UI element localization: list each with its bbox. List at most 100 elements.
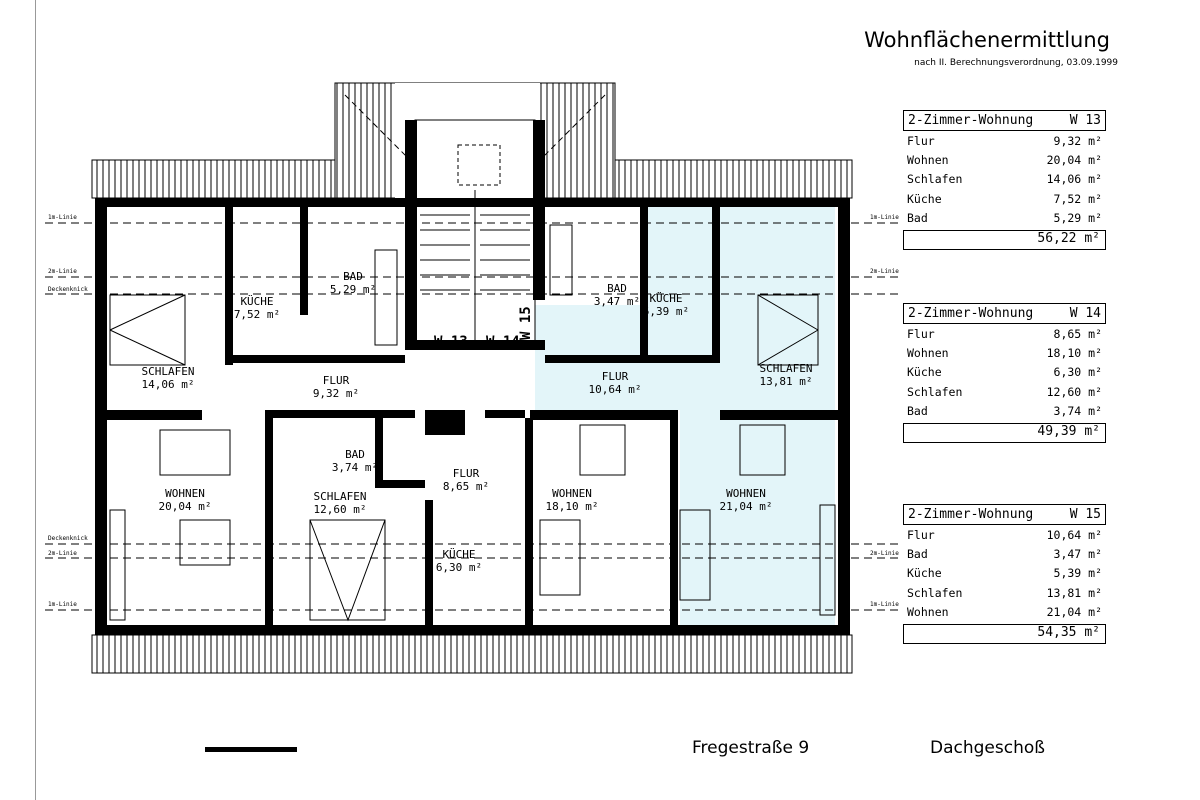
table-row: Küche 6,30 m² <box>903 363 1106 382</box>
room-area: 13,81 m² <box>760 375 813 388</box>
room-area: 3,74 m² <box>1053 403 1102 418</box>
label-2m-line: 2m-Linie <box>48 268 77 275</box>
room-area: 12,60 m² <box>314 503 367 516</box>
room-name: Flur <box>907 133 935 148</box>
room-name: WOHNEN <box>552 487 592 500</box>
room-area: 21,04 m² <box>1046 604 1102 619</box>
sheet-title: Wohnflächenermittlung <box>864 28 1110 52</box>
room-area: 21,04 m² <box>720 500 773 513</box>
table-title: 2-Zimmer-Wohnung <box>908 507 1034 522</box>
room-area: 3,47 m² <box>594 295 640 308</box>
room-name: FLUR <box>323 374 350 387</box>
room-area: 10,64 m² <box>589 383 642 396</box>
room-area: 14,06 m² <box>142 378 195 391</box>
table-row: Flur 10,64 m² <box>903 525 1106 544</box>
sheet-subtitle: nach II. Berechnungsverordnung, 03.09.19… <box>914 58 1118 68</box>
room-name: Küche <box>907 566 942 581</box>
room-name: BAD <box>607 282 627 295</box>
table-row: Bad 3,47 m² <box>903 544 1106 563</box>
room-name: Wohnen <box>907 152 949 167</box>
room-name: Flur <box>907 326 935 341</box>
room-name: Bad <box>907 210 928 225</box>
room-name: BAD <box>345 448 365 461</box>
table-unit: W 14 <box>1069 306 1101 321</box>
furniture <box>109 224 836 622</box>
room-name: BAD <box>343 270 363 283</box>
room-name: FLUR <box>453 467 480 480</box>
room-area: 9,32 m² <box>313 387 359 400</box>
table-row: Schlafen 14,06 m² <box>903 170 1106 189</box>
room-name: KÜCHE <box>442 548 475 561</box>
table-total: 49,39 m² <box>903 423 1106 444</box>
room-name: KÜCHE <box>649 292 682 305</box>
room-name: Schlafen <box>907 585 963 600</box>
unit-label-w13: W 13 <box>434 334 468 350</box>
table-row: Schlafen 13,81 m² <box>903 583 1106 602</box>
room-name: Küche <box>907 365 942 380</box>
room-name: SCHLAFEN <box>760 362 813 375</box>
roof-eave-bottom <box>91 634 853 674</box>
room-name: FLUR <box>602 370 629 383</box>
room-area: 14,06 m² <box>1046 172 1102 187</box>
room-area: 7,52 m² <box>234 308 280 321</box>
table-total: 54,35 m² <box>903 624 1106 645</box>
room-area: 18,10 m² <box>546 500 599 513</box>
room-area: 18,10 m² <box>1046 345 1102 360</box>
room-area: 3,47 m² <box>1053 546 1102 561</box>
scale-bar <box>205 747 297 752</box>
room-name: Schlafen <box>907 172 963 187</box>
table-total: 56,22 m² <box>903 230 1106 251</box>
room-name: KÜCHE <box>240 295 273 308</box>
label-2m-line-r2: 2m-Linie <box>870 550 899 557</box>
room-area: 13,81 m² <box>1046 585 1102 600</box>
label-1m-line-r2: 1m-Linie <box>870 601 899 608</box>
label-1m-line: 1m-Linie <box>48 214 77 221</box>
room-name: SCHLAFEN <box>142 365 195 378</box>
room-area: 6,30 m² <box>436 561 482 574</box>
room-area: 9,32 m² <box>1053 133 1102 148</box>
room-area: 8,65 m² <box>1053 326 1102 341</box>
room-name: Bad <box>907 546 928 561</box>
room-name: WOHNEN <box>726 487 766 500</box>
room-name: Wohnen <box>907 604 949 619</box>
table-unit: W 13 <box>1069 113 1101 128</box>
room-area: 6,30 m² <box>1053 365 1102 380</box>
room-area: 5,29 m² <box>330 283 376 296</box>
table-title: 2-Zimmer-Wohnung <box>908 113 1034 128</box>
room-area: 12,60 m² <box>1046 384 1102 399</box>
room-name: WOHNEN <box>165 487 205 500</box>
table-title: 2-Zimmer-Wohnung <box>908 306 1034 321</box>
table-row: Flur 9,32 m² <box>903 131 1106 150</box>
room-name: Küche <box>907 191 942 206</box>
room-area: 5,39 m² <box>1053 566 1102 581</box>
sheet-border <box>35 0 36 800</box>
room-area: 5,39 m² <box>643 305 689 318</box>
table-row: Flur 8,65 m² <box>903 324 1106 343</box>
room-area: 10,64 m² <box>1046 527 1102 542</box>
room-area: 3,74 m² <box>332 461 378 474</box>
room-area: 8,65 m² <box>443 480 489 493</box>
label-1m-line-r: 1m-Linie <box>870 214 899 221</box>
room-name: Flur <box>907 527 935 542</box>
unit-label-w14: W 14 <box>486 334 520 350</box>
floor-label: Dachgeschoß <box>930 738 1045 758</box>
room-area: 5,29 m² <box>1053 210 1102 225</box>
table-row: Küche 5,39 m² <box>903 564 1106 583</box>
label-2m-line-r: 2m-Linie <box>870 268 899 275</box>
label-ceiling-break-2: Deckenknick <box>48 535 88 542</box>
unit-label-w15: W 15 <box>518 306 534 340</box>
room-name: SCHLAFEN <box>314 490 367 503</box>
address-label: Fregestraße 9 <box>692 738 810 758</box>
room-area: 20,04 m² <box>159 500 212 513</box>
label-1m-line-2: 1m-Linie <box>48 601 77 608</box>
